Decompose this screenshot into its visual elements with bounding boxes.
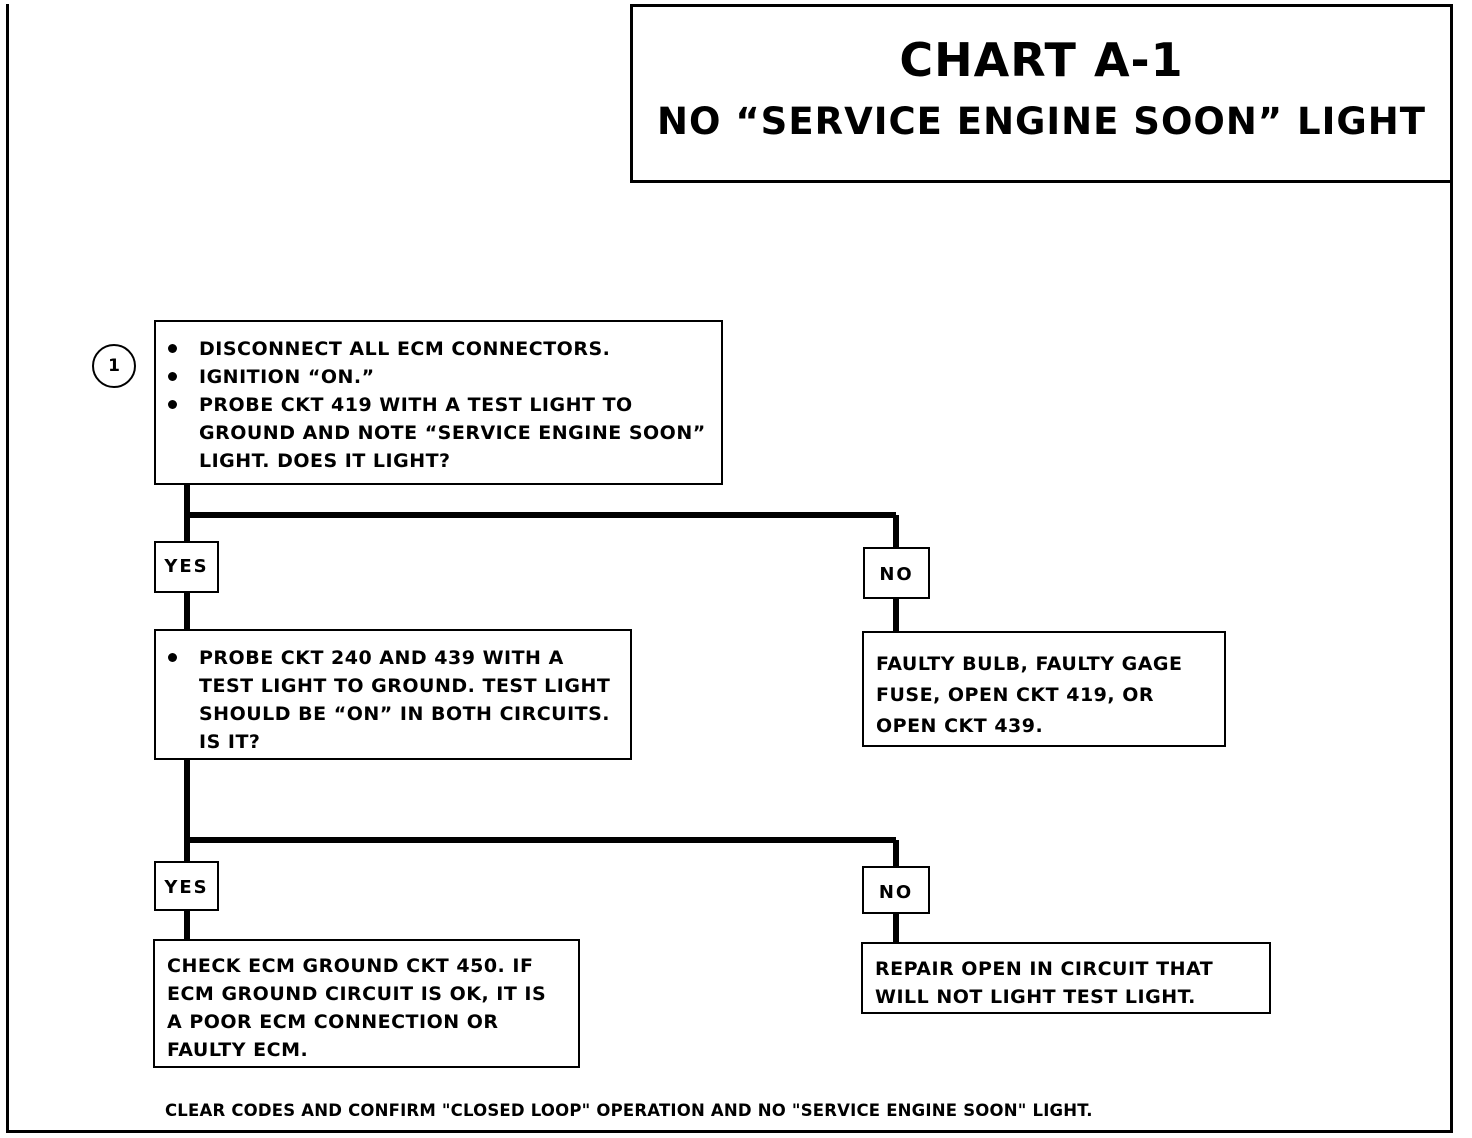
no-label-2: NO [862,866,930,914]
check-ground-box: CHECK ECM GROUND CKT 450. IF ECM GROUND … [153,939,580,1068]
probe-step-box: PROBE CKT 240 AND 439 WITH A TEST LIGHT … [154,629,632,760]
probe-step-item: PROBE CKT 240 AND 439 WITH A TEST LIGHT … [156,644,620,756]
check-ground-text: CHECK ECM GROUND CKT 450. IF ECM GROUND … [167,955,547,1061]
page-frame [6,4,1453,1133]
chart-title: CHART A-1 [899,33,1184,87]
start-step-item: DISCONNECT ALL ECM CONNECTORS. [156,335,711,363]
repair-open-text: REPAIR OPEN IN CIRCUIT THAT WILL NOT LIG… [875,958,1214,1008]
start-step-box: DISCONNECT ALL ECM CONNECTORS. IGNITION … [154,320,723,485]
chart-subtitle: NO “SERVICE ENGINE SOON” LIGHT [657,100,1426,143]
yes-label-2: YES [154,861,219,911]
start-step-item: PROBE CKT 419 WITH A TEST LIGHT TO GROUN… [156,391,711,475]
chart-title-box: CHART A-1 NO “SERVICE ENGINE SOON” LIGHT [630,4,1453,183]
no-label-1: NO [863,547,930,599]
footer-note: CLEAR CODES AND CONFIRM "CLOSED LOOP" OP… [165,1101,1093,1120]
repair-open-box: REPAIR OPEN IN CIRCUIT THAT WILL NOT LIG… [861,942,1271,1014]
step-number-marker: 1 [92,344,136,388]
start-step-list: DISCONNECT ALL ECM CONNECTORS. IGNITION … [156,335,711,475]
start-step-item: IGNITION “ON.” [156,363,711,391]
faulty-bulb-text: FAULTY BULB, FAULTY GAGE FUSE, OPEN CKT … [876,653,1183,737]
yes-label-1: YES [154,541,219,593]
faulty-bulb-box: FAULTY BULB, FAULTY GAGE FUSE, OPEN CKT … [862,631,1226,747]
probe-step-list: PROBE CKT 240 AND 439 WITH A TEST LIGHT … [156,644,620,756]
